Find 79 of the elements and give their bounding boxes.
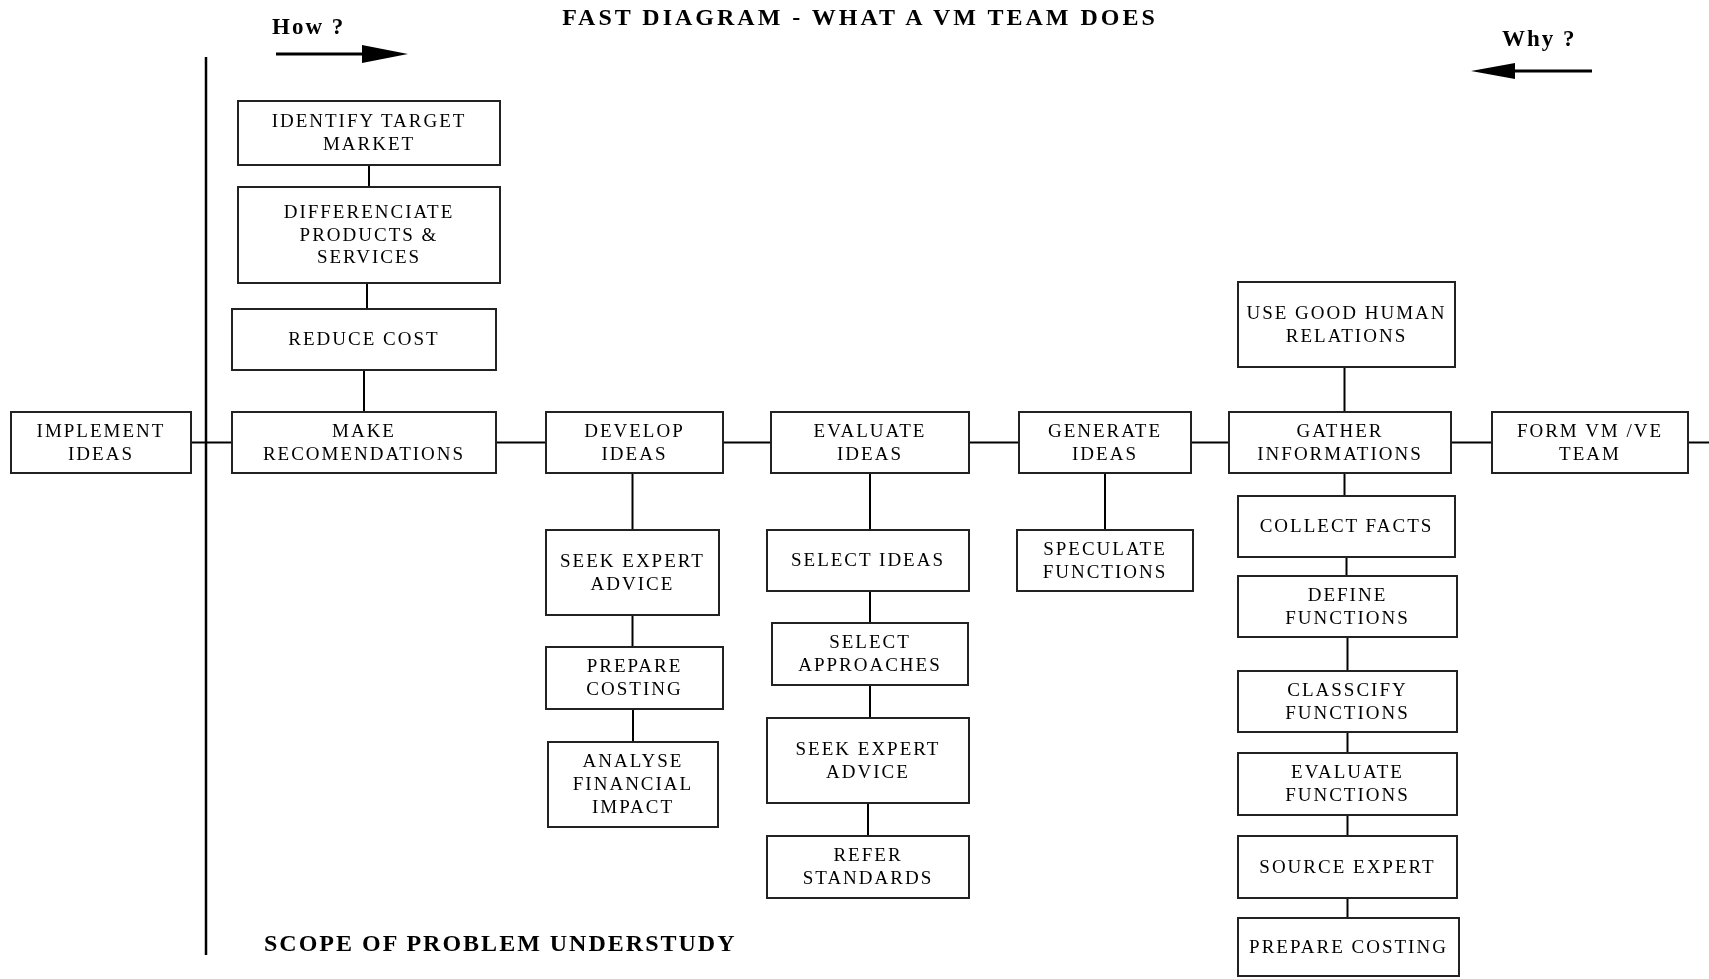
function-label: GATHER INFORMATIONS — [1256, 419, 1424, 466]
function-box — [1237, 752, 1458, 816]
function-label: IDENTIFY TARGET MARKET — [270, 110, 468, 156]
function-box — [1237, 835, 1458, 899]
connector-line — [1346, 898, 1349, 918]
function-box — [770, 411, 970, 474]
why-label: Why ? — [1502, 26, 1577, 52]
function-label: DEFINE FUNCTIONS — [1284, 583, 1411, 630]
function-box — [545, 529, 720, 616]
function-box — [766, 529, 970, 592]
connector-line — [632, 709, 634, 742]
function-box — [1237, 495, 1456, 558]
connector-line — [1191, 441, 1229, 444]
function-label: COLLECT FACTS — [1259, 515, 1434, 538]
connector-line — [1451, 441, 1492, 444]
connector-line — [366, 283, 368, 309]
function-box — [547, 741, 719, 828]
connector-line — [1346, 815, 1349, 836]
connector-line — [1343, 473, 1346, 496]
connector-line — [496, 441, 546, 444]
connector-line — [631, 615, 634, 647]
connector-line — [867, 803, 869, 836]
function-label: USE GOOD HUMAN RELATIONS — [1245, 301, 1448, 348]
function-label: EVALUATE FUNCTIONS — [1284, 761, 1411, 807]
function-label: EVALUATE IDEAS — [812, 419, 928, 466]
function-label: GENERATE IDEAS — [1046, 419, 1164, 466]
connector-line — [1104, 473, 1106, 530]
connector-line — [1346, 637, 1349, 671]
connector-line — [723, 441, 771, 444]
function-label: SOURCE EXPERT — [1259, 855, 1436, 879]
function-box — [1016, 529, 1194, 592]
function-label: ANALYSE FINANCIAL IMPACT — [571, 750, 695, 819]
connector-line — [363, 370, 365, 412]
function-label: DEVELOP IDEAS — [583, 419, 686, 466]
function-label: FORM VM /VE TEAM — [1515, 419, 1665, 466]
function-label: SELECT IDEAS — [791, 549, 945, 572]
function-label: DIFFERENCIATE PRODUCTS & SERVICES — [282, 200, 456, 270]
function-label: SELECT APPROACHES — [797, 631, 943, 677]
function-box — [766, 835, 970, 899]
connector-line — [631, 473, 634, 530]
scope-label: SCOPE OF PROBLEM UNDERSTUDY — [264, 930, 737, 957]
connector-line — [869, 591, 871, 623]
function-label: SEEK EXPERT ADVICE — [559, 549, 706, 596]
function-box — [237, 186, 501, 284]
function-label: MAKE RECOMENDATIONS — [261, 419, 467, 466]
function-box — [766, 717, 970, 804]
how-label: How ? — [272, 14, 346, 40]
connector-line — [969, 441, 1019, 444]
function-box — [545, 411, 724, 474]
function-label: REFER STANDARDS — [801, 844, 935, 890]
function-label: SPECULATE FUNCTIONS — [1041, 537, 1169, 584]
diagram-title: FAST DIAGRAM - WHAT A VM TEAM DOES — [561, 4, 1159, 31]
function-label: IMPLEMENT IDEAS — [35, 419, 167, 466]
function-label: CLASSCIFY FUNCTIONS — [1284, 678, 1411, 725]
function-box — [1237, 575, 1458, 638]
function-box — [1237, 917, 1460, 977]
function-box — [1018, 411, 1192, 474]
function-box — [231, 411, 497, 474]
function-box — [1491, 411, 1689, 474]
function-box — [545, 646, 724, 710]
function-label: PREPARE COSTING — [585, 655, 684, 701]
function-label: SEEK EXPERT ADVICE — [794, 737, 942, 784]
connector-line — [1343, 367, 1346, 412]
function-box — [1228, 411, 1452, 474]
connector-line — [1345, 557, 1348, 576]
function-label: REDUCE COST — [288, 328, 440, 351]
connector-line — [869, 473, 871, 530]
connector-line — [368, 165, 370, 187]
function-box — [231, 308, 497, 371]
function-box — [10, 411, 192, 474]
connector-line — [191, 441, 232, 444]
function-box — [771, 622, 969, 686]
connector-line — [869, 685, 871, 718]
connector-line — [1688, 441, 1709, 444]
function-box — [1237, 281, 1456, 368]
connector-line — [1346, 732, 1349, 753]
function-box — [237, 100, 501, 166]
function-label: PREPARE COSTING — [1249, 935, 1448, 959]
function-box — [1237, 670, 1458, 733]
